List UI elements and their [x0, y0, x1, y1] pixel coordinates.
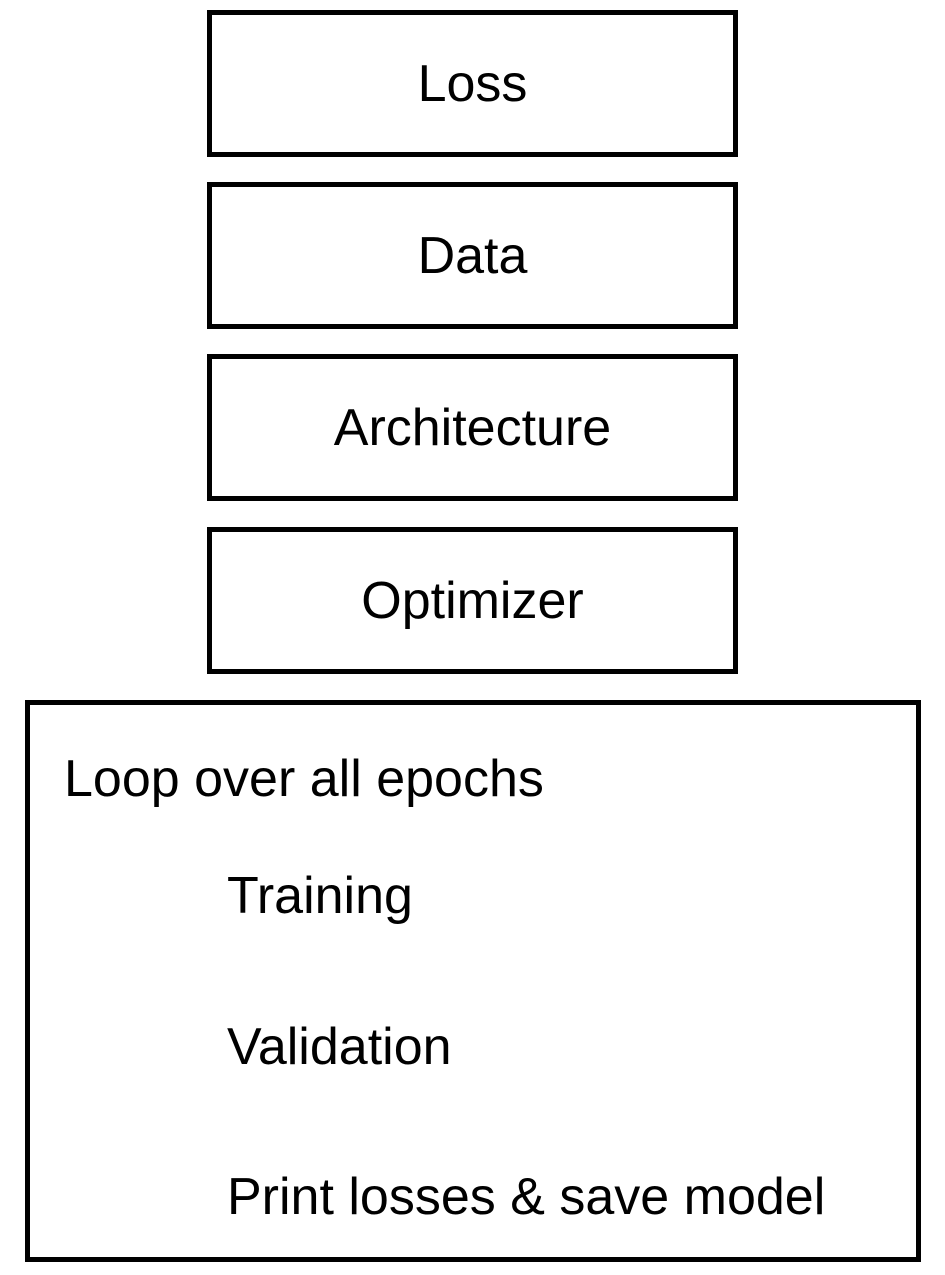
stage-label-optimizer: Optimizer [361, 571, 584, 630]
stage-box-architecture: Architecture [207, 354, 738, 501]
stage-box-loss: Loss [207, 10, 738, 157]
stage-label-loss: Loss [417, 54, 528, 113]
epoch-loop-box: Loop over all epochs Training Validation… [25, 700, 921, 1262]
stage-box-optimizer: Optimizer [207, 527, 738, 674]
loop-title: Loop over all epochs [64, 750, 544, 808]
stage-label-data: Data [417, 226, 528, 285]
loop-step-print-save: Print losses & save model [227, 1168, 826, 1226]
loop-step-training: Training [227, 867, 413, 925]
stage-label-architecture: Architecture [333, 398, 612, 457]
loop-step-validation: Validation [227, 1018, 452, 1076]
stage-box-data: Data [207, 182, 738, 329]
